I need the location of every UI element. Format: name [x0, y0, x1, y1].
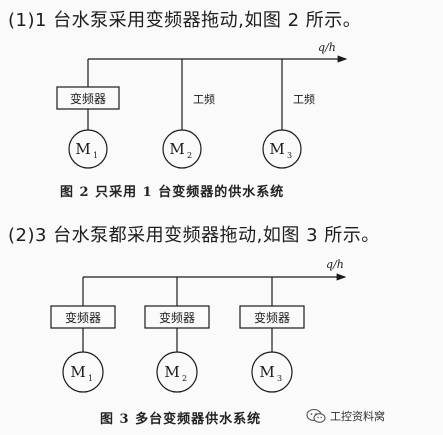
figure-2-diagram: q/h 变频器 工频 工频 M 1 M 2	[56, 41, 348, 169]
fig2-flow-label: q/h	[318, 41, 336, 54]
figure-2-caption: 图 2 只采用 1 台变频器的供水系统	[60, 185, 285, 200]
fig3-vfd-label-1: 变频器	[65, 310, 101, 325]
fig3-motor-1: M 1	[62, 351, 104, 393]
watermark-text: 工控资料窝	[330, 410, 385, 423]
fig3-flow-label: q/h	[326, 258, 344, 271]
svg-text:M: M	[75, 140, 90, 158]
svg-text:3: 3	[287, 151, 292, 160]
fig2-branch-3-label: 工频	[293, 92, 315, 106]
figure-3-diagram: q/h 变频器 变频器 变频器 M 1 M	[50, 258, 347, 393]
svg-text:1: 1	[88, 374, 93, 383]
svg-text:2: 2	[187, 151, 192, 160]
svg-text:3: 3	[277, 374, 282, 383]
watermark: 工控资料窝	[306, 408, 385, 424]
fig2-vfd-label: 变频器	[70, 91, 106, 106]
fig2-branch-2-label: 工频	[193, 92, 215, 106]
section1-heading: (1)1 台水泵采用变频器拖动,如图 2 所示。	[8, 10, 362, 31]
svg-text:1: 1	[93, 151, 98, 160]
fig2-motor-1: M 1	[68, 129, 108, 169]
fig2-motor-3: M 3	[262, 129, 302, 169]
fig3-vfd-label-2: 变频器	[159, 310, 195, 325]
wechat-icon	[306, 408, 326, 424]
figure-3-caption: 图 3 多台变频器供水系统	[100, 412, 262, 427]
svg-text:M: M	[164, 363, 179, 381]
svg-text:M: M	[70, 363, 85, 381]
fig3-motor-3: M 3	[251, 351, 293, 393]
svg-text:M: M	[269, 140, 284, 158]
fig3-motor-2: M 2	[156, 351, 198, 393]
fig2-motor-2: M 2	[162, 129, 202, 169]
svg-text:M: M	[169, 140, 184, 158]
svg-text:2: 2	[182, 374, 187, 383]
fig3-vfd-label-3: 变频器	[254, 310, 290, 325]
section2-heading: (2)3 台水泵都采用变频器拖动,如图 3 所示。	[8, 225, 380, 246]
svg-text:M: M	[259, 363, 274, 381]
